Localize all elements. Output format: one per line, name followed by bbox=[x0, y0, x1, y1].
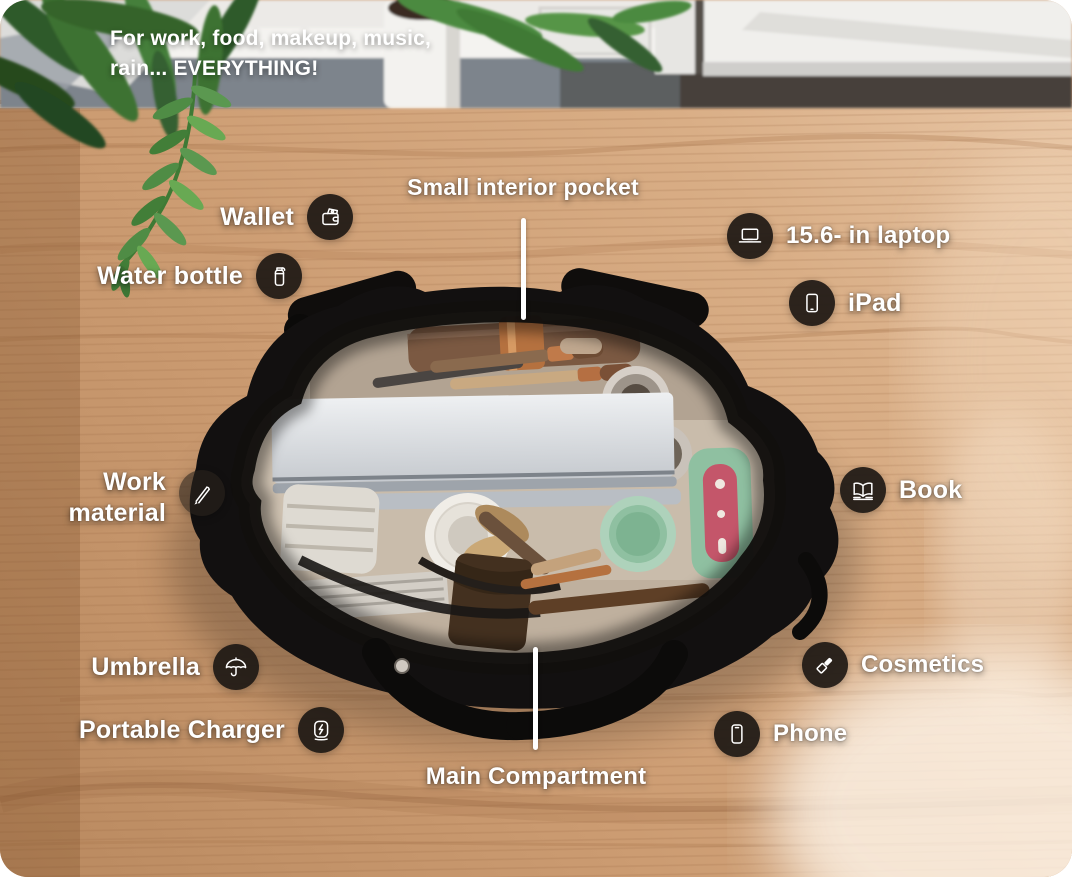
phone-icon bbox=[731, 724, 743, 744]
callout-book: Book bbox=[840, 467, 962, 513]
label-main-compartment: Main Compartment bbox=[425, 763, 647, 790]
tagline-line2: rain... EVERYTHING! bbox=[110, 57, 319, 80]
wallet-icon bbox=[322, 208, 339, 226]
wallet-chip bbox=[307, 194, 353, 240]
label-work-material: Work material bbox=[68, 468, 166, 527]
label-cosmetics: Cosmetics bbox=[861, 651, 985, 678]
callout-cosmetics: Cosmetics bbox=[802, 642, 984, 688]
bag-contents bbox=[241, 311, 776, 664]
callout-water-bottle: Water bottle bbox=[97, 253, 302, 299]
plant bbox=[0, 0, 692, 298]
cosmetics-chip bbox=[802, 642, 848, 688]
label-ipad: iPad bbox=[848, 288, 902, 317]
phone-chip bbox=[714, 711, 760, 757]
pen-icon bbox=[194, 486, 210, 505]
dangling-frond bbox=[111, 74, 232, 298]
label-phone: Phone bbox=[773, 720, 848, 747]
callout-phone: Phone bbox=[714, 711, 847, 757]
pointer-line-small-interior-pocket bbox=[521, 218, 526, 320]
portable-charger-icon bbox=[314, 720, 329, 741]
label-portable-charger: Portable Charger bbox=[78, 715, 285, 744]
work-material-chip bbox=[179, 470, 225, 516]
book-chip bbox=[840, 467, 886, 513]
water-bottle-icon bbox=[274, 267, 286, 286]
book-icon bbox=[853, 482, 873, 501]
callout-wallet: Wallet bbox=[220, 194, 353, 240]
label-book: Book bbox=[899, 475, 963, 504]
lipstick-icon bbox=[816, 657, 833, 674]
callout-umbrella: Umbrella bbox=[91, 644, 259, 690]
callout-work-material: Work material bbox=[46, 467, 225, 529]
tote-bag-photo bbox=[170, 268, 860, 745]
laptop-icon bbox=[738, 228, 762, 243]
tagline-line1: For work, food, makeup, music, bbox=[110, 27, 432, 50]
label-water-bottle: Water bottle bbox=[97, 261, 243, 290]
label-laptop: 15.6- in laptop bbox=[786, 222, 951, 249]
water-bottle-chip bbox=[256, 253, 302, 299]
callout-portable-charger: Portable Charger bbox=[79, 707, 344, 753]
umbrella-icon bbox=[225, 657, 247, 677]
portable-charger-chip bbox=[298, 707, 344, 753]
ipad-chip bbox=[789, 280, 835, 326]
umbrella-chip bbox=[213, 644, 259, 690]
callout-laptop: 15.6- in laptop bbox=[727, 213, 950, 259]
laptop-chip bbox=[727, 213, 773, 259]
pointer-line-main-compartment bbox=[533, 647, 538, 750]
callout-ipad: iPad bbox=[789, 280, 902, 326]
tagline: For work, food, makeup, music, rain... E… bbox=[110, 24, 431, 84]
label-small-interior-pocket: Small interior pocket bbox=[407, 174, 639, 200]
label-wallet: Wallet bbox=[220, 202, 294, 231]
label-umbrella: Umbrella bbox=[91, 652, 200, 681]
tablet-icon bbox=[806, 293, 819, 313]
